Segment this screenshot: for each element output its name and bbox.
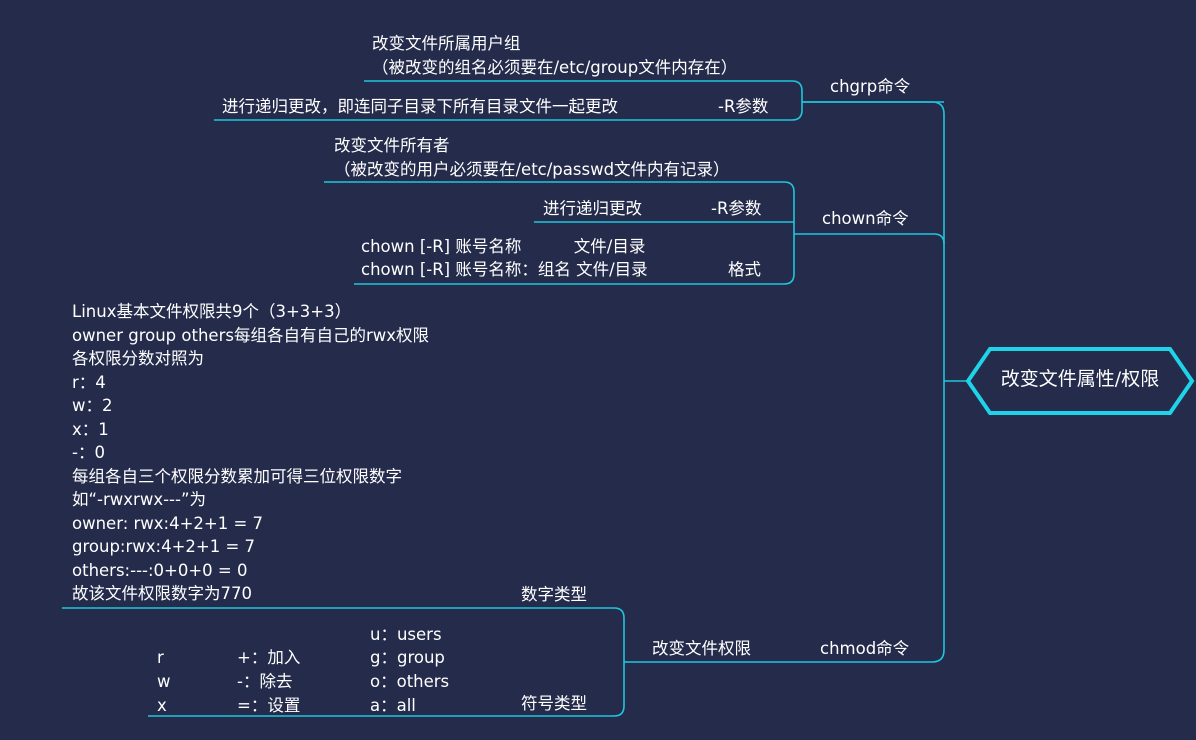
- chgrp-bracket: [214, 80, 803, 121]
- chown-label: chown命令: [822, 209, 909, 228]
- numeric-line: Linux基本文件权限共9个（3+3+3）: [72, 302, 352, 321]
- numeric-line: group:rwx:4+2+1 = 7: [72, 537, 256, 556]
- chown-format-line1: chown [-R] 账号名称 文件/目录: [361, 237, 646, 256]
- numeric-line: 各权限分数对照为: [72, 349, 204, 368]
- numeric-line: r：4: [72, 372, 106, 392]
- numeric-line: 每组各自三个权限分数累加可得三位权限数字: [72, 466, 402, 486]
- trunk-vertical: [624, 114, 945, 663]
- chmod-label: chmod命令: [820, 639, 910, 658]
- chgrp-desc-line2: （被改变的组名必须要在/etc/group文件内存在）: [372, 58, 738, 77]
- symbolic-perm-x: x: [157, 696, 167, 715]
- numeric-type-label: 数字类型: [521, 585, 587, 604]
- chgrp-desc-line1: 改变文件所属用户组: [372, 34, 521, 53]
- numeric-line: owner group others每组各自有自己的rwx权限: [72, 325, 429, 345]
- root-node-label: 改变文件属性/权限: [1000, 368, 1160, 390]
- chown-format-line2: chown [-R] 账号名称：组名 文件/目录: [361, 260, 648, 279]
- numeric-line: w：2: [72, 396, 113, 415]
- chown-recursive-desc: 进行递归更改: [543, 199, 642, 218]
- numeric-line: 如“-rwxrwx---”为: [72, 490, 206, 509]
- chown-recursive-label: -R参数: [711, 199, 762, 218]
- chmod-bracket: [62, 607, 625, 717]
- numeric-line: others:---:0+0+0 = 0: [72, 560, 248, 580]
- symbolic-type-label: 符号类型: [521, 694, 587, 713]
- chown-desc-line1: 改变文件所有者: [334, 136, 450, 155]
- trunk-chown: [794, 233, 945, 245]
- root-node-shape: [965, 347, 1195, 415]
- symbolic-op-remove: -：除去: [237, 672, 293, 691]
- numeric-permission-notes: Linux基本文件权限共9个（3+3+3） owner group others…: [72, 300, 429, 606]
- symbolic-op-add: +：加入: [237, 648, 301, 667]
- symbolic-perm-r: r: [157, 648, 164, 667]
- numeric-line: -：0: [72, 443, 105, 462]
- symbolic-who-u: u：users: [370, 625, 442, 644]
- chown-bracket: [324, 181, 795, 285]
- chgrp-recursive-desc: 进行递归更改，即连同子目录下所有目录文件一起更改: [222, 97, 618, 116]
- chmod-sub-label: 改变文件权限: [652, 639, 751, 658]
- numeric-line: x：1: [72, 419, 109, 439]
- chown-desc-line2: （被改变的用户必须要在/etc/passwd文件内有记录）: [334, 160, 730, 179]
- symbolic-op-set: =：设置: [237, 696, 301, 715]
- numeric-line: owner: rwx:4+2+1 = 7: [72, 513, 264, 533]
- symbolic-who-g: g：group: [370, 648, 445, 667]
- symbolic-perm-w: w: [157, 672, 171, 691]
- chgrp-recursive-label: -R参数: [718, 97, 769, 116]
- trunk: [802, 101, 945, 115]
- chgrp-label: chgrp命令: [830, 77, 911, 96]
- numeric-line: 故该文件权限数字为770: [72, 584, 252, 603]
- chown-format-label: 格式: [728, 260, 761, 279]
- symbolic-who-o: o：others: [370, 672, 450, 691]
- symbolic-who-a: a：all: [370, 696, 416, 715]
